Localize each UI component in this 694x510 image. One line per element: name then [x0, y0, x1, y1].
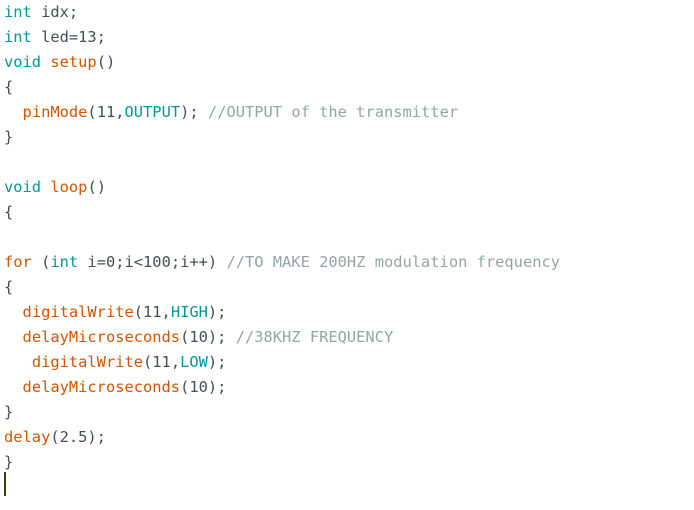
function-token: delayMicroseconds	[22, 328, 181, 346]
comment-token: //38KHZ FREQUENCY	[235, 328, 394, 346]
function-token: pinMode	[22, 103, 88, 121]
function-token: loop	[50, 178, 88, 196]
text-token: led=13;	[31, 28, 106, 46]
code-line[interactable]: delayMicroseconds(10); //38KHZ FREQUENCY	[4, 327, 692, 352]
text-token: );	[180, 103, 208, 121]
code-line[interactable]: void loop()	[4, 177, 692, 202]
code-line[interactable]: int idx;	[4, 2, 692, 27]
text-token: );	[207, 353, 227, 371]
keyword-token: int	[50, 253, 79, 271]
function-token: setup	[50, 53, 97, 71]
code-line[interactable]: delayMicroseconds(10);	[4, 377, 692, 402]
code-editor[interactable]: int idx;int led=13;void setup(){ pinMode…	[4, 2, 692, 508]
text-token: (11,	[87, 103, 125, 121]
text-token	[4, 378, 23, 396]
text-token: (10);	[180, 378, 227, 396]
code-line[interactable]: }	[4, 402, 692, 427]
text-token: idx;	[31, 3, 79, 21]
text-token: }	[4, 128, 14, 146]
code-line[interactable]: delay(2.5);	[4, 427, 692, 452]
function-token: digitalWrite	[31, 353, 144, 371]
code-line[interactable]: digitalWrite(11,HIGH);	[4, 302, 692, 327]
text-token	[41, 53, 50, 71]
code-line[interactable]	[4, 227, 692, 252]
code-line[interactable]: {	[4, 202, 692, 227]
text-token	[4, 103, 23, 121]
text-token: (2.5);	[50, 428, 106, 446]
text-token	[4, 353, 32, 371]
constant-token: OUTPUT	[124, 103, 181, 121]
text-token: }	[4, 403, 14, 421]
code-line[interactable]: int led=13;	[4, 27, 692, 52]
code-line[interactable]: }	[4, 127, 692, 152]
text-cursor	[4, 472, 6, 496]
code-line[interactable]	[4, 152, 692, 177]
code-line[interactable]: for (int i=0;i<100;i++) //TO MAKE 200HZ …	[4, 252, 692, 277]
code-lines: int idx;int led=13;void setup(){ pinMode…	[4, 2, 692, 477]
function-token: delayMicroseconds	[22, 378, 181, 396]
code-line[interactable]: pinMode(11,OUTPUT); //OUTPUT of the tran…	[4, 102, 692, 127]
text-token	[4, 328, 23, 346]
text-token: i=0;i<100;i++)	[78, 253, 227, 271]
constant-token: LOW	[180, 353, 208, 371]
text-token: ()	[87, 178, 106, 196]
code-line[interactable]: digitalWrite(11,LOW);	[4, 352, 692, 377]
function-token: for	[4, 253, 32, 271]
code-line[interactable]: {	[4, 77, 692, 102]
text-token: (11,	[143, 353, 181, 371]
function-token: digitalWrite	[22, 303, 134, 321]
keyword-token: void	[4, 178, 42, 196]
text-token: );	[207, 303, 227, 321]
text-token	[4, 303, 23, 321]
function-token: delay	[4, 428, 51, 446]
comment-token: //OUTPUT of the transmitter	[207, 103, 459, 121]
code-line[interactable]: }	[4, 452, 692, 477]
code-line[interactable]: void setup()	[4, 52, 692, 77]
keyword-token: void	[4, 53, 42, 71]
text-token: }	[4, 453, 14, 471]
keyword-token: int	[4, 3, 32, 21]
comment-token: //TO MAKE 200HZ modulation frequency	[226, 253, 561, 271]
text-token: {	[4, 278, 14, 296]
text-token: (11,	[133, 303, 171, 321]
text-token	[41, 178, 50, 196]
text-token: {	[4, 78, 14, 96]
text-token: ()	[96, 53, 116, 71]
constant-token: HIGH	[170, 303, 208, 321]
keyword-token: int	[4, 28, 32, 46]
code-line[interactable]: {	[4, 277, 692, 302]
text-token: (10);	[180, 328, 236, 346]
text-token: (	[31, 253, 51, 271]
text-token: {	[4, 203, 14, 221]
